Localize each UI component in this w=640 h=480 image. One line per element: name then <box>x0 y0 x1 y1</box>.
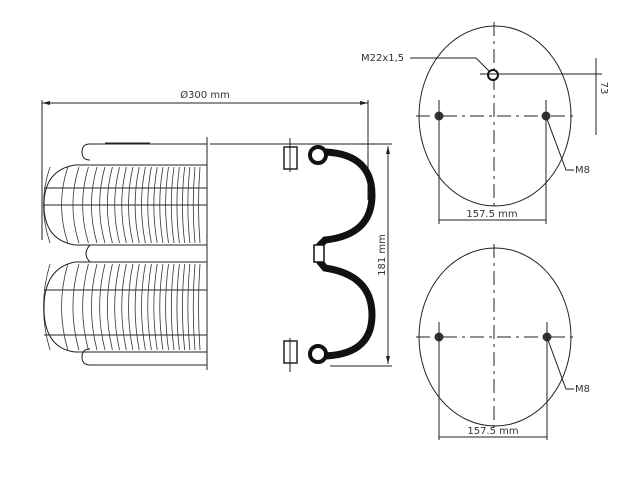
bellows-rib <box>114 263 120 351</box>
bellows-rib <box>91 263 98 351</box>
bolt-leader <box>546 118 574 171</box>
bellows-rib <box>82 263 89 351</box>
bellows-rib <box>106 263 113 351</box>
bellows-rib <box>82 166 89 244</box>
bellows-rib <box>72 263 80 351</box>
top-plate-view: M22x1,5 73 M8 157.5 mm <box>361 22 609 224</box>
bellows-rib <box>165 263 169 351</box>
arrow-left <box>42 101 50 105</box>
bellows-rib <box>153 263 158 351</box>
bellows-rib <box>141 263 146 351</box>
arrow-up <box>386 146 390 154</box>
bellows-rib <box>121 263 127 351</box>
bolt-spacing-label: 157.5 mm <box>467 426 518 437</box>
center-thread-label: M22x1,5 <box>361 53 404 64</box>
bellows-rib <box>182 166 186 244</box>
bellows-rib <box>61 166 69 244</box>
bellows-rib <box>72 166 80 244</box>
bolt-label: M8 <box>575 384 590 395</box>
bellows-rib <box>198 166 201 244</box>
bellows-rib <box>121 166 127 244</box>
bellows-rib <box>176 263 180 351</box>
diameter-label: Ø300 mm <box>180 89 230 101</box>
center-thread-hole <box>487 69 499 81</box>
bellows-rib <box>192 263 196 351</box>
bellows-rib <box>99 166 106 244</box>
bellows-rib <box>159 263 164 351</box>
bellows-rib <box>99 263 106 351</box>
top-plate <box>81 143 207 161</box>
bellows-rib <box>187 263 191 351</box>
bellows-rib <box>128 263 134 351</box>
bottom-bead <box>308 344 328 364</box>
arrow-right <box>360 101 368 105</box>
thread-leader <box>410 57 491 73</box>
bellows-rib <box>187 166 191 244</box>
bellows-rib <box>170 166 175 244</box>
bellows-rib <box>182 263 186 351</box>
bellows-rib <box>170 263 175 351</box>
bellows-rib <box>114 166 120 244</box>
bellows-rib <box>128 166 134 244</box>
offset-label: 73 <box>598 82 609 95</box>
bellows-rib <box>192 166 196 244</box>
bellows-rib <box>159 166 164 244</box>
bellows-rib <box>91 166 98 244</box>
side-view: Ø300 mm 181 mm <box>41 89 392 372</box>
bellows-rib <box>176 166 180 244</box>
lower-lobe <box>43 261 207 353</box>
bellows-rib <box>147 263 152 351</box>
girdle-ring-section <box>313 244 325 263</box>
bellows-rib <box>147 166 152 244</box>
bellows-rib <box>165 166 169 244</box>
bellows-rib <box>43 263 51 351</box>
bellows-rib <box>134 263 140 351</box>
bellows-ribs <box>43 166 201 351</box>
bolt-label: M8 <box>575 165 590 176</box>
bellows-rib <box>106 166 113 244</box>
bellows-rib <box>141 166 146 244</box>
bottom-plate-view: M8 157.5 mm <box>416 244 590 440</box>
bellows-rib <box>43 166 51 244</box>
bellows-rib <box>61 263 69 351</box>
bottom-plate <box>81 348 207 366</box>
bolt-leader <box>547 339 574 390</box>
bellows-rib <box>134 166 140 244</box>
height-label: 181 mm <box>377 234 388 276</box>
bellows-rib <box>153 166 158 244</box>
bellows-rib <box>198 263 201 351</box>
top-bead <box>308 145 328 165</box>
bolt-spacing-label: 157.5 mm <box>466 209 517 220</box>
girdle-ring <box>85 244 207 263</box>
arrow-down <box>386 356 390 364</box>
